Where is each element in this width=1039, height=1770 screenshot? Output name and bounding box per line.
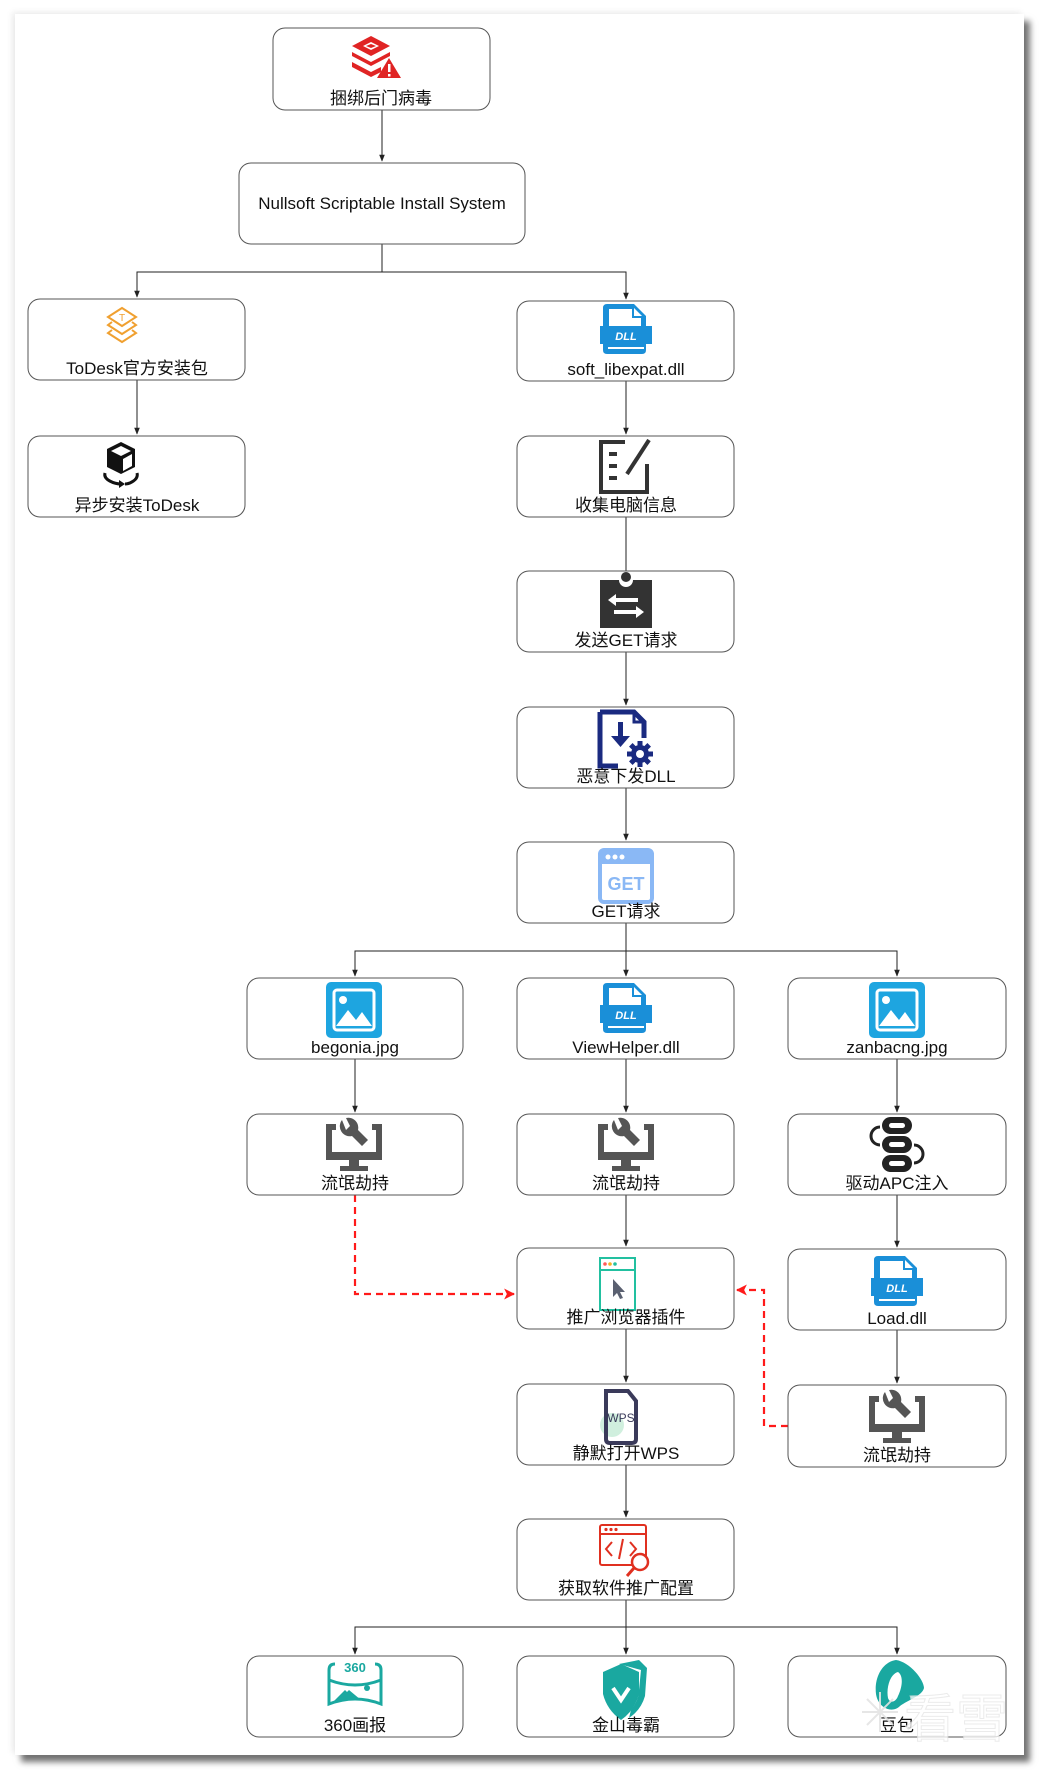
node-rogue-hijack-3[interactable]: 流氓劫持 xyxy=(787,1384,1007,1468)
monitor-wrench-icon xyxy=(598,1117,654,1171)
edge-n2-n3 xyxy=(134,244,383,298)
svg-text:360: 360 xyxy=(344,1660,366,1675)
edges xyxy=(134,110,900,1655)
dll-file-icon: DLL xyxy=(600,983,652,1033)
node-viewhelper-dll[interactable]: DLL ViewHelper.dll xyxy=(516,977,735,1060)
node-label: 流氓劫持 xyxy=(321,1174,389,1193)
node-360-huabao[interactable]: 360 360画报 xyxy=(246,1655,464,1738)
edge-n9-n12 xyxy=(626,950,900,977)
driver-chain-icon xyxy=(869,1117,925,1172)
doubao-logo-icon xyxy=(875,1660,924,1710)
panorama-360-icon: 360 xyxy=(327,1660,383,1707)
image-file-icon xyxy=(869,982,925,1038)
node-label: Nullsoft Scriptable Install System xyxy=(258,194,506,213)
node-promote-browser-plugin[interactable]: 推广浏览器插件 xyxy=(516,1247,735,1330)
edge-n19-n16-dashed xyxy=(735,1284,788,1428)
svg-text:DLL: DLL xyxy=(615,331,637,343)
dll-file-icon: DLL xyxy=(871,1256,923,1306)
node-label: Load.dll xyxy=(867,1309,927,1328)
node-doubao[interactable]: 豆包 xyxy=(787,1655,1007,1738)
watermark-text: 看雪 xyxy=(904,1690,1008,1750)
cube-install-icon xyxy=(103,442,139,488)
node-label: 收集电脑信息 xyxy=(575,496,677,515)
node-driver-apc-injection[interactable]: 驱动APC注入 xyxy=(787,1113,1007,1196)
node-label: 恶意下发DLL xyxy=(576,767,675,786)
code-search-icon xyxy=(599,1524,650,1577)
node-label: 金山毒霸 xyxy=(592,1716,660,1735)
image-file-icon xyxy=(326,982,382,1038)
node-label: 推广浏览器插件 xyxy=(567,1308,686,1327)
node-malicious-dll-delivery[interactable]: 恶意下发DLL xyxy=(516,706,735,789)
snowflake-icon xyxy=(862,1692,898,1732)
node-label: 驱动APC注入 xyxy=(846,1174,949,1193)
node-label: begonia.jpg xyxy=(311,1038,399,1057)
edge-n2-n5 xyxy=(382,271,629,300)
svg-text:DLL: DLL xyxy=(615,1010,637,1022)
node-silent-open-wps[interactable]: WPS 静默打开WPS xyxy=(516,1383,735,1466)
wps-file-icon: WPS xyxy=(600,1389,638,1445)
node-label: 360画报 xyxy=(324,1716,386,1735)
node-label: 流氓劫持 xyxy=(592,1174,660,1193)
svg-text:WPS: WPS xyxy=(607,1411,634,1425)
node-nsis[interactable]: Nullsoft Scriptable Install System xyxy=(238,162,526,245)
monitor-wrench-icon xyxy=(869,1389,925,1443)
monitor-wrench-icon xyxy=(326,1117,382,1171)
node-label: 异步安装ToDesk xyxy=(75,496,200,515)
node-async-install-todesk[interactable]: 异步安装ToDesk xyxy=(27,435,246,518)
browser-get-icon: GET xyxy=(598,848,654,904)
node-label: 捆绑后门病毒 xyxy=(330,89,432,108)
svg-text:T: T xyxy=(119,313,125,324)
node-rogue-hijack-2[interactable]: 流氓劫持 xyxy=(516,1113,735,1196)
dll-file-icon: DLL xyxy=(600,304,652,354)
node-kingsoft-antivirus[interactable]: 金山毒霸 xyxy=(516,1655,735,1738)
edge-n13-n16-dashed xyxy=(353,1195,516,1300)
file-download-gear-icon xyxy=(597,709,653,769)
node-label: 发送GET请求 xyxy=(575,631,678,650)
todesk-layers-icon: T xyxy=(106,306,138,344)
edit-document-icon xyxy=(599,438,651,494)
node-label: 流氓劫持 xyxy=(863,1446,931,1465)
edge-n9-n10 xyxy=(352,923,627,977)
node-todesk-package[interactable]: T ToDesk官方安装包 xyxy=(27,298,246,381)
node-get-promotion-config[interactable]: 获取软件推广配置 xyxy=(516,1518,735,1601)
edge-n20-n21 xyxy=(352,1600,627,1655)
svg-text:GET: GET xyxy=(607,874,644,894)
node-rogue-hijack-1[interactable]: 流氓劫持 xyxy=(246,1113,464,1196)
node-send-get-request[interactable]: 发送GET请求 xyxy=(516,570,735,653)
node-label: zanbacng.jpg xyxy=(846,1038,947,1057)
node-label: 静默打开WPS xyxy=(573,1444,680,1463)
node-label: 获取软件推广配置 xyxy=(558,1579,694,1598)
browser-cursor-icon xyxy=(599,1257,636,1311)
node-label: soft_libexpat.dll xyxy=(567,360,684,379)
node-label: ToDesk官方安装包 xyxy=(66,359,208,378)
node-zanbacng-jpg[interactable]: zanbacng.jpg xyxy=(787,977,1007,1060)
shield-check-icon xyxy=(603,1660,647,1720)
node-get-request[interactable]: GET GET请求 xyxy=(516,841,735,924)
node-begonia-jpg[interactable]: begonia.jpg xyxy=(246,977,464,1060)
node-label: ViewHelper.dll xyxy=(572,1038,679,1057)
node-collect-pc-info[interactable]: 收集电脑信息 xyxy=(516,435,735,518)
malware-layers-warning-icon xyxy=(352,36,401,78)
watermark: 看雪 xyxy=(862,1690,1009,1751)
node-label: GET请求 xyxy=(592,902,661,921)
node-soft-libexpat-dll[interactable]: DLL soft_libexpat.dll xyxy=(516,300,735,382)
node-load-dll[interactable]: DLL Load.dll xyxy=(787,1248,1007,1331)
clipboard-transfer-icon xyxy=(600,572,652,628)
edge-n20-n23 xyxy=(626,1626,900,1655)
node-bundled-backdoor[interactable]: 捆绑后门病毒 xyxy=(272,27,491,111)
svg-text:DLL: DLL xyxy=(886,1283,908,1295)
